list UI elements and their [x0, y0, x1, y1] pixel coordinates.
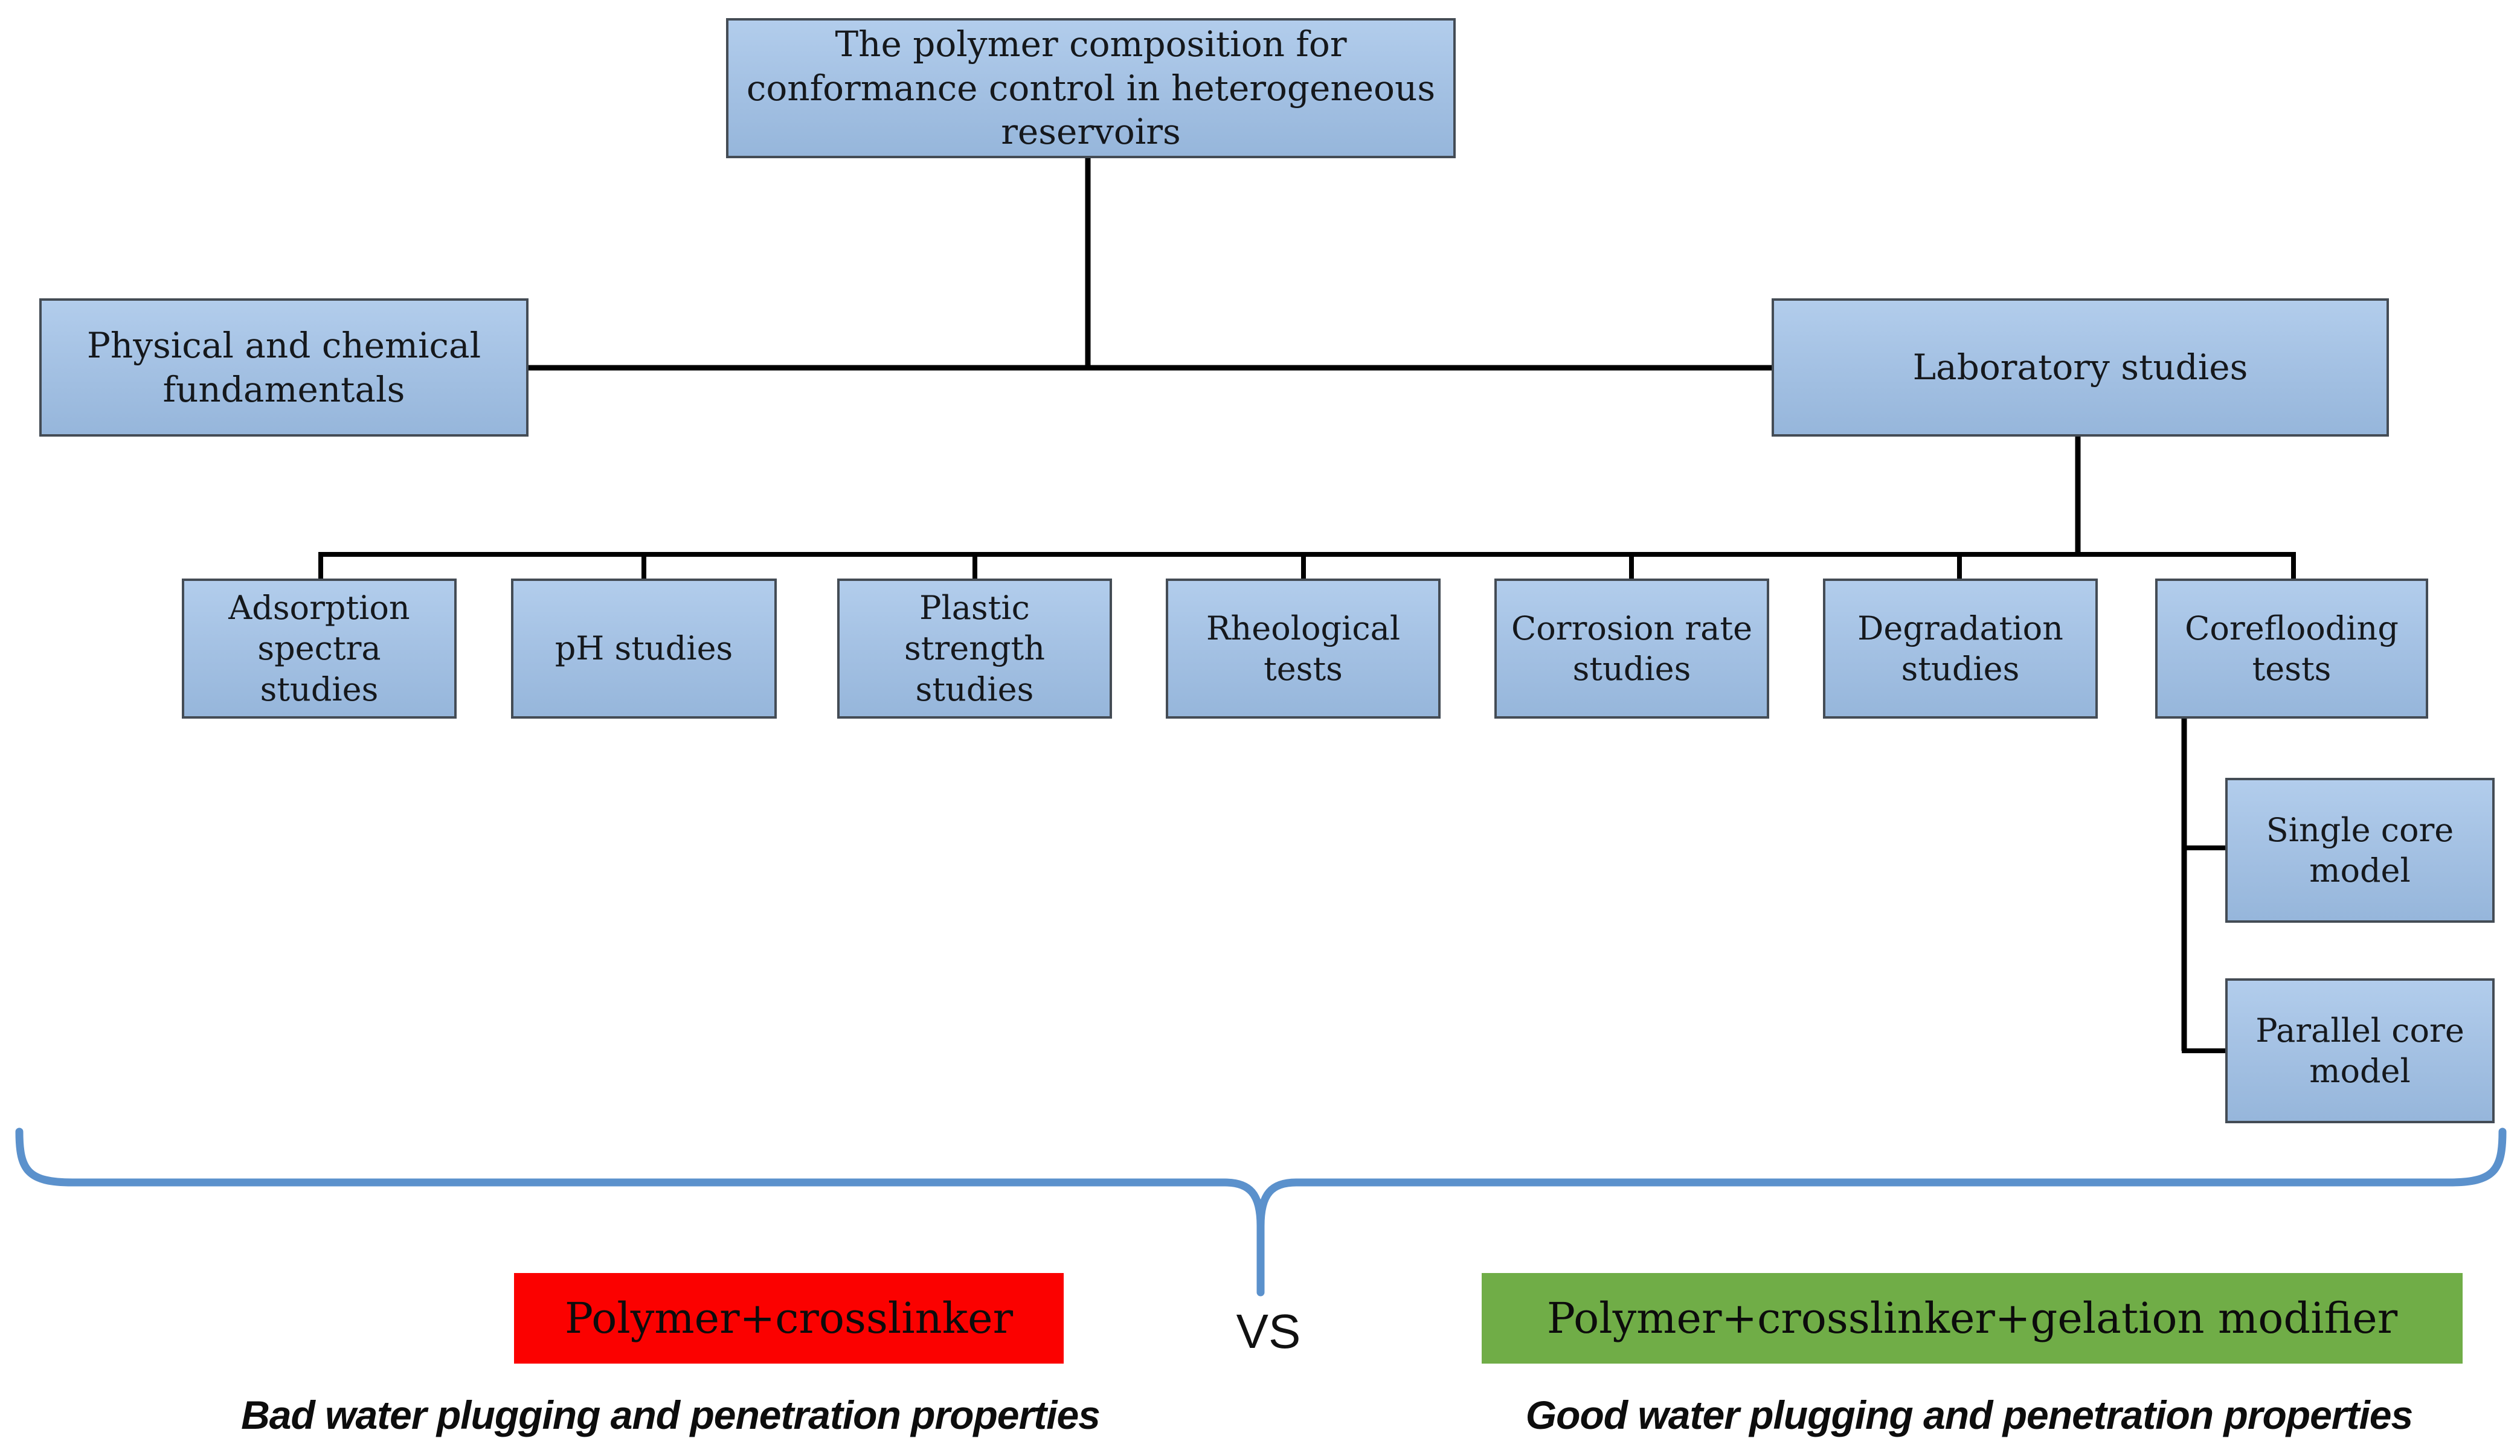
- node-laboratory-label: Laboratory studies: [1912, 347, 2248, 388]
- node-adsorption-label: Adsorption spectra studies: [228, 588, 410, 708]
- vs-label: VS: [1236, 1304, 1301, 1358]
- polymer-crosslinker-gelation-modifier-highlight: Polymer+crosslinker+gelation modifier: [1482, 1273, 2463, 1364]
- node-degradation-label: Degradation studies: [1857, 609, 2063, 688]
- node-root-label: The polymer composition for conformance …: [746, 24, 1436, 153]
- node-corrosion-rate-studies: Corrosion rate studies: [1494, 579, 1769, 719]
- node-root: The polymer composition for conformance …: [726, 18, 1456, 158]
- node-single-core-label: Single core model: [2266, 810, 2454, 890]
- node-adsorption-spectra-studies: Adsorption spectra studies: [182, 579, 457, 719]
- node-plastic-label: Plastic strength studies: [904, 588, 1045, 708]
- node-physical-chemical-fundamentals: Physical and chemical fundamentals: [39, 298, 529, 437]
- polymer-crosslinker-label: Polymer+crosslinker: [564, 1294, 1014, 1343]
- node-single-core-model: Single core model: [2225, 778, 2495, 923]
- node-laboratory-studies: Laboratory studies: [1772, 298, 2389, 437]
- node-rheological-tests: Rheological tests: [1166, 579, 1441, 719]
- node-parallel-core-label: Parallel core model: [2255, 1011, 2464, 1091]
- node-ph-studies: pH studies: [511, 579, 777, 719]
- node-ph-label: pH studies: [554, 629, 733, 668]
- node-fundamentals-label: Physical and chemical fundamentals: [86, 325, 481, 410]
- polymer-crosslinker-highlight: Polymer+crosslinker: [514, 1273, 1064, 1364]
- node-parallel-core-model: Parallel core model: [2225, 978, 2495, 1123]
- node-plastic-strength-studies: Plastic strength studies: [837, 579, 1112, 719]
- good-properties-caption: Good water plugging and penetration prop…: [1525, 1393, 2413, 1437]
- brace: [15, 1127, 2507, 1297]
- gelation-modifier-label: Polymer+crosslinker+gelation modifier: [1546, 1294, 2398, 1343]
- node-degradation-studies: Degradation studies: [1823, 579, 2098, 719]
- bad-properties-caption: Bad water plugging and penetration prope…: [241, 1393, 1101, 1437]
- node-coreflooding-label: Coreflooding tests: [2185, 609, 2399, 688]
- node-corrosion-label: Corrosion rate studies: [1511, 609, 1753, 688]
- node-coreflooding-tests: Coreflooding tests: [2155, 579, 2428, 719]
- node-rheological-label: Rheological tests: [1206, 609, 1401, 688]
